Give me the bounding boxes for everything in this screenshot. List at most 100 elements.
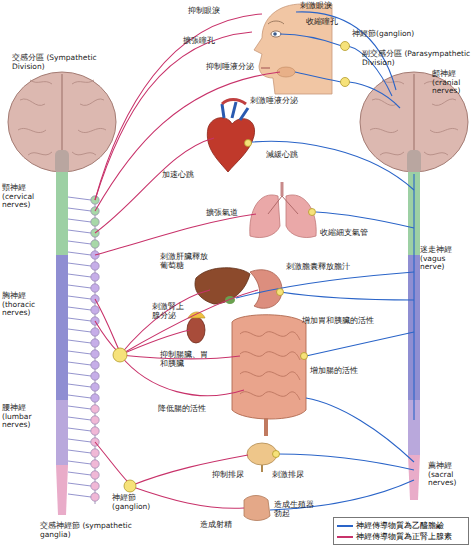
- eyebrow: [268, 21, 284, 24]
- nerve-fiber: [95, 321, 118, 352]
- chain-ganglion: [91, 339, 99, 347]
- effect-label: 擴張氣道: [206, 208, 238, 217]
- sympathetic-chain: [68, 196, 99, 504]
- effect-label: 造成射精: [200, 520, 232, 529]
- chain-ganglion: [91, 493, 99, 501]
- bladder: [247, 443, 277, 472]
- ganglion: [341, 42, 350, 51]
- nerve-label: 薦神經 (sacral nerves): [428, 462, 472, 488]
- effect-label: 刺激膽囊釋放膽汁: [286, 262, 350, 271]
- chain-ganglion: [91, 449, 99, 457]
- genital-shape: [244, 496, 270, 521]
- effect-label: 加速心跳: [162, 170, 194, 179]
- spinal-connector: [68, 285, 91, 288]
- ganglion-label: 神經節 (ganglion): [112, 494, 152, 511]
- spinal-connector: [68, 417, 91, 420]
- left-spinal-cord: [56, 172, 68, 515]
- nerve-fiber: [349, 82, 400, 108]
- chain-ganglion: [91, 218, 99, 226]
- cervical-segment: [56, 172, 68, 255]
- nerve-fiber: [295, 72, 341, 82]
- chain-ganglion: [91, 471, 99, 479]
- lung-left: [250, 195, 280, 238]
- effect-label: 抑制排尿: [212, 470, 244, 479]
- nerve-fiber: [95, 442, 128, 482]
- spinal-connector: [68, 197, 91, 200]
- rectum: [264, 418, 268, 436]
- spinal-connector: [68, 208, 91, 211]
- ganglion: [341, 78, 350, 87]
- legend-text: 神經傳導物質為正腎上腺素: [356, 532, 452, 542]
- heart-vessels: [222, 102, 248, 120]
- spinal-connector: [68, 494, 91, 497]
- chain-ganglion: [91, 328, 99, 336]
- legend-line-sample: [337, 534, 353, 540]
- nerve-fiber: [120, 290, 258, 355]
- spinal-connector: [68, 351, 91, 354]
- nerve-label: 胸神經 (thoracic nerves): [2, 292, 52, 318]
- sacral-segment: [56, 465, 68, 515]
- mouth: [261, 68, 270, 69]
- effect-label: 收縮細支氣管: [320, 228, 368, 237]
- right-spinal-cord: [408, 172, 420, 500]
- nerve-fiber: [316, 212, 414, 228]
- legend-row: 神經傳導物質為正腎上腺素: [337, 531, 465, 542]
- spinal-connector: [68, 406, 91, 409]
- thoracic-segment: [56, 255, 68, 400]
- legend-line: [337, 525, 353, 527]
- ganglion: [301, 353, 308, 360]
- effect-label: 刺激腎上 腺分泌: [152, 302, 188, 320]
- heart: [207, 100, 254, 173]
- nerve-fiber: [130, 455, 248, 486]
- spinal-connector: [68, 340, 91, 343]
- ganglion: [309, 209, 316, 216]
- gallbladder: [225, 296, 235, 304]
- nerve-fiber: [95, 299, 120, 352]
- chain-ganglion: [91, 350, 99, 358]
- spinal-connector: [68, 483, 91, 486]
- sympathetic-nerves: [95, 14, 280, 508]
- ganglion: [124, 480, 136, 492]
- left-brain: [8, 72, 116, 174]
- spinal-connector: [68, 439, 91, 442]
- spinal-connector: [68, 450, 91, 453]
- ganglion: [277, 289, 284, 296]
- spinal-connector: [68, 373, 91, 376]
- spinal-connector: [68, 395, 91, 398]
- ganglion: [113, 348, 127, 362]
- chain-ganglion: [91, 372, 99, 380]
- effect-label: 抑制腸臟、胃 和胰臟: [160, 350, 212, 368]
- spinal-connector: [68, 461, 91, 464]
- spinal-connector: [68, 263, 91, 266]
- nerve-fiber: [278, 454, 414, 470]
- ganglion: [273, 451, 280, 458]
- nerve-fiber: [95, 32, 252, 200]
- effect-label: 增加腸的活性: [310, 366, 358, 375]
- bronchi: [268, 196, 298, 214]
- ganglia-label: 交感神經節 (sympathetic ganglia): [40, 522, 136, 539]
- nerve-label: 顱神經 (cranial nerves): [432, 70, 472, 96]
- vagus-trunk: [413, 174, 414, 420]
- chain-ganglion: [91, 383, 99, 391]
- spinal-connector: [68, 362, 91, 365]
- spinal-connector: [68, 230, 91, 233]
- effect-label: 刺激肝臟釋放 葡萄糖: [160, 252, 212, 270]
- effect-label: 刺激唾液分泌: [250, 96, 298, 105]
- ganglion: [245, 140, 252, 147]
- kidney-adrenal: [187, 312, 205, 343]
- liver-shape: [195, 268, 250, 304]
- spinal-connector: [68, 329, 91, 332]
- aorta: [222, 100, 246, 105]
- trachea: [281, 182, 284, 196]
- ganglion-label: 神經節(ganglion): [352, 30, 414, 39]
- chain-ganglion: [91, 482, 99, 490]
- effect-label: 減緩心跳: [266, 150, 298, 159]
- effect-label: 降低腸的活性: [158, 404, 206, 413]
- parasympathetic-nerves: [236, 12, 414, 510]
- brainstem: [407, 150, 421, 174]
- chain-ganglion: [91, 240, 99, 248]
- nerve-fiber: [95, 214, 256, 255]
- chain-ganglion: [91, 394, 99, 402]
